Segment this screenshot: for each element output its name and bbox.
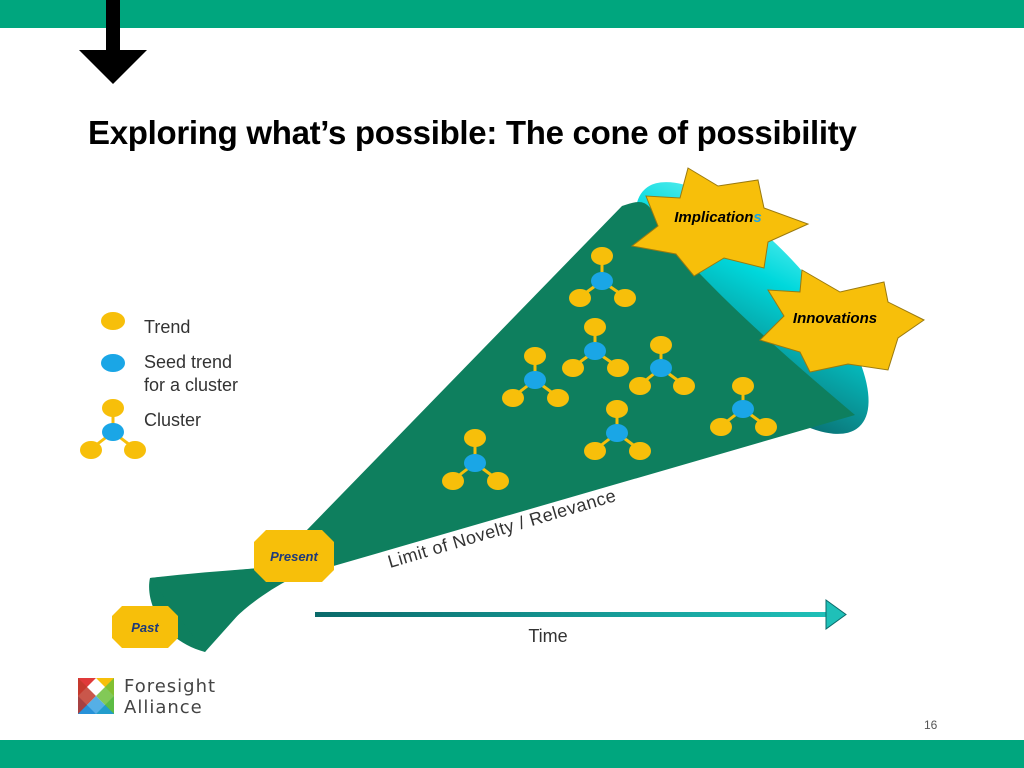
slide-title: Exploring what’s possible: The cone of p…: [88, 114, 857, 151]
seed-trend-legend-icon: [101, 354, 125, 372]
cluster: [562, 318, 629, 377]
logo-line1: Foresight: [124, 676, 217, 697]
cluster-legend-label: Cluster: [144, 410, 202, 430]
time-arrow: [315, 599, 847, 630]
time-label: Time: [528, 626, 567, 646]
trend-legend-icon: [101, 312, 125, 330]
svg-text:Implications: Implications: [674, 209, 762, 226]
bottom-bar: [0, 740, 1024, 768]
cluster: [629, 336, 695, 395]
trend-legend-label: Trend: [144, 317, 191, 337]
seed-trend-legend-label-line2: for a cluster: [144, 375, 239, 395]
innovations-star: Innovations: [759, 269, 925, 373]
foresight-alliance-logo-icon: [78, 678, 114, 714]
cluster: [584, 400, 651, 460]
past-label: Past: [131, 620, 159, 635]
implications-star: Implications: [630, 167, 810, 277]
down-arrow-icon: [79, 0, 147, 84]
present-label: Present: [270, 549, 318, 564]
logo-text: Foresight Alliance: [124, 676, 216, 718]
top-bar: [0, 0, 1024, 28]
cluster-legend-icon: [80, 399, 146, 459]
innovations-label: Innovations: [793, 310, 877, 327]
present-marker: Present: [254, 530, 334, 582]
cluster-group: [442, 247, 777, 490]
implications-label: Implication: [674, 209, 753, 226]
seed-trend-legend-label-line1: Seed trend: [144, 352, 233, 372]
cluster: [569, 247, 636, 307]
past-marker: Past: [112, 606, 178, 648]
cluster: [710, 377, 777, 436]
page-number: 16: [924, 718, 938, 732]
logo-line2: Alliance: [124, 697, 203, 718]
cluster: [442, 429, 509, 490]
implications-suffix: s: [753, 209, 761, 226]
cluster: [502, 347, 569, 407]
